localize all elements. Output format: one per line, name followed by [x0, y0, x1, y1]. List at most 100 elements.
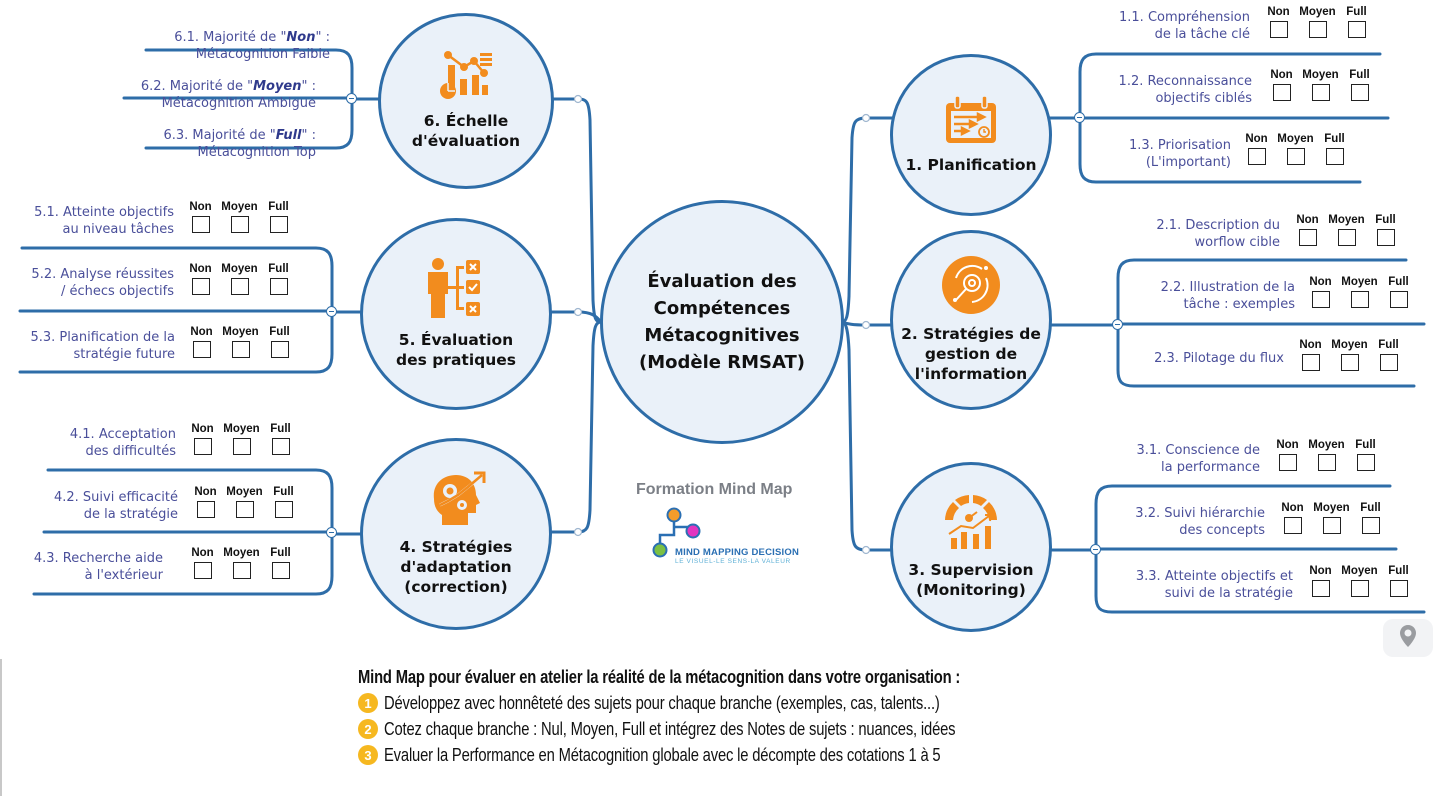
subtopic-1-2[interactable]: 1.2. Reconnaissance objectifs ciblés [1118, 74, 1252, 106]
rating-checkbox-non[interactable] [1311, 580, 1330, 597]
topic-node-6[interactable]: 6. Échelle d'évaluation [378, 13, 554, 189]
rating-checkbox-non[interactable] [1283, 517, 1302, 534]
rating-checkbox-non[interactable] [1311, 291, 1330, 308]
subtopic-emphasis: Full [275, 128, 302, 143]
subtopic-5-3[interactable]: 5.3. Planification de la stratégie futur… [30, 330, 175, 362]
subtopic-text: " : [301, 79, 317, 94]
rating-checkbox-full[interactable] [274, 501, 293, 518]
rating-checkbox-full[interactable] [270, 341, 289, 358]
subtopic-4-3[interactable]: 4.3. Recherche aide à l'extérieur [33, 551, 163, 583]
subtopic-1-3[interactable]: 1.3. Priorisation (L'important) [1128, 138, 1231, 170]
rating-checkbox-non[interactable] [191, 278, 210, 295]
subtopic-5-1[interactable]: 5.1. Atteinte objectifs au niveau tâches [34, 205, 174, 237]
rating-checkbox-non[interactable] [1278, 454, 1297, 471]
rating-checkbox-full[interactable] [1347, 21, 1366, 38]
rating-option: Full [1340, 68, 1379, 101]
rating-checkbox-non[interactable] [193, 438, 212, 455]
rating-checkbox-moyen[interactable] [1308, 21, 1327, 38]
rating-checkbox-full[interactable] [269, 278, 288, 295]
rating-checkbox-full[interactable] [1350, 84, 1369, 101]
map-pin-button[interactable] [1383, 619, 1433, 657]
subtopic-3-3[interactable]: 3.3. Atteinte objectifs et suivi de la s… [1135, 569, 1293, 601]
rating-checkbox-non[interactable] [193, 562, 212, 579]
subtopic-3-2[interactable]: 3.2. Suivi hiérarchie des concepts [1135, 506, 1265, 538]
subtopic-emphasis: Moyen [253, 79, 302, 94]
rating-checkbox-moyen[interactable] [232, 562, 251, 579]
rating-checkbox-non[interactable] [1247, 148, 1266, 165]
collapse-toggle-2[interactable] [1112, 319, 1123, 330]
topic-node-5[interactable]: 5. Évaluation des pratiques [360, 218, 552, 410]
rating-checkbox-moyen[interactable] [232, 438, 251, 455]
subtopic-6-1[interactable]: 6.1. Majorité de "Non" :Métacognition Fa… [174, 12, 330, 63]
rating-option: Full [1379, 564, 1418, 597]
topic-node-4[interactable]: 4. Stratégies d'adaptation (correction) [360, 438, 552, 630]
rating-checkbox-non[interactable] [1272, 84, 1291, 101]
person-checklist-icon [426, 258, 486, 324]
rating-checkbox-full[interactable] [1379, 354, 1398, 371]
rating-checkbox-non[interactable] [1269, 21, 1288, 38]
collapse-toggle-5[interactable] [326, 306, 337, 317]
rating-label: Moyen [1341, 565, 1378, 577]
rating-checkbox-full[interactable] [271, 438, 290, 455]
rating-checkbox-full[interactable] [1376, 229, 1395, 246]
rating-option: Non [182, 325, 221, 358]
rating-checkbox-full[interactable] [1356, 454, 1375, 471]
rating-option: Moyen [220, 262, 259, 295]
rating-label: Full [270, 547, 291, 559]
head-gears-growth-icon [424, 471, 488, 531]
collapse-toggle-3[interactable] [1090, 544, 1101, 555]
rating-label: Full [1324, 133, 1345, 145]
subtopic-4-1[interactable]: 4.1. Acceptation des difficultés [69, 427, 176, 459]
rating-checkbox-moyen[interactable] [1311, 84, 1330, 101]
rating-checkbox-moyen[interactable] [1337, 229, 1356, 246]
central-topic[interactable]: Évaluation des Compétences Métacognitive… [600, 200, 844, 444]
rating-checkbox-full[interactable] [1389, 291, 1408, 308]
topic-node-1[interactable]: 1. Planification [890, 54, 1052, 216]
topic-node-3[interactable]: 3. Supervision (Monitoring) [890, 462, 1052, 632]
rating-checkbox-full[interactable] [1389, 580, 1408, 597]
rating-checkbox-moyen[interactable] [1340, 354, 1359, 371]
rating-checkbox-moyen[interactable] [1350, 291, 1369, 308]
rating-checkbox-moyen[interactable] [230, 278, 249, 295]
subtopic-2-3[interactable]: 2.3. Pilotage du flux [1154, 351, 1284, 366]
rating-checkbox-full[interactable] [1361, 517, 1380, 534]
rating-checkbox-full[interactable] [1325, 148, 1344, 165]
rating-option: Full [259, 262, 298, 295]
subtopic-3-1[interactable]: 3.1. Conscience de la performance [1136, 443, 1260, 475]
subtopic-text: " : [315, 30, 331, 45]
brand-title: Formation Mind Map [636, 481, 793, 498]
collapse-toggle-6[interactable] [346, 93, 357, 104]
rating-checkbox-moyen[interactable] [1322, 517, 1341, 534]
subtopic-2-2[interactable]: 2.2. Illustration de la tâche : exemples [1160, 280, 1295, 312]
rating-checkbox-moyen[interactable] [235, 501, 254, 518]
rating-checkbox-non[interactable] [1298, 229, 1317, 246]
rating-checkbox-moyen[interactable] [1350, 580, 1369, 597]
rating-label: Full [268, 201, 289, 213]
collapse-toggle-1[interactable] [1074, 112, 1085, 123]
subtopic-text: Métacognition Top [197, 145, 316, 160]
subtopic-6-3[interactable]: 6.3. Majorité de "Full" :Métacognition T… [163, 110, 316, 161]
rating-checkbox-non[interactable] [196, 501, 215, 518]
rating-option: Non [1237, 132, 1276, 165]
rating-label: Full [1375, 214, 1396, 226]
rating-checkbox-moyen[interactable] [231, 341, 250, 358]
rating-checkbox-full[interactable] [269, 216, 288, 233]
rating-checkbox-non[interactable] [192, 341, 211, 358]
rating-checkbox-moyen[interactable] [1286, 148, 1305, 165]
subtopic-2-1[interactable]: 2.1. Description du worflow cible [1156, 218, 1280, 250]
topic-node-2[interactable]: 2. Stratégies de gestion de l'informatio… [890, 230, 1052, 410]
rating-option: Full [261, 422, 300, 455]
rating-checkbox-moyen[interactable] [1317, 454, 1336, 471]
collapse-toggle-4[interactable] [326, 527, 337, 538]
rating-checkbox-non[interactable] [191, 216, 210, 233]
rating-checkbox-full[interactable] [271, 562, 290, 579]
subtopic-4-2[interactable]: 4.2. Suivi efficacité de la stratégie [53, 490, 178, 522]
rating-checkbox-non[interactable] [1301, 354, 1320, 371]
rating-option: Full [1337, 5, 1376, 38]
rating-label: Moyen [1341, 276, 1378, 288]
rating-checkbox-moyen[interactable] [230, 216, 249, 233]
subtopic-1-1[interactable]: 1.1. Compréhension de la tâche clé [1119, 10, 1250, 42]
subtopic-6-2[interactable]: 6.2. Majorité de "Moyen" :Métacognition … [141, 61, 316, 112]
subtopic-5-2[interactable]: 5.2. Analyse réussites / échecs objectif… [31, 267, 174, 299]
